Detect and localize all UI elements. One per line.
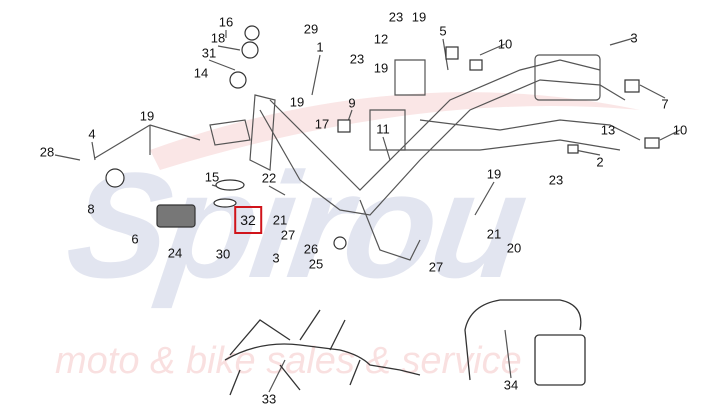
frame-rail [419,119,641,141]
ignition-coil-34 [534,334,586,386]
part-label: 19 [289,94,305,110]
part-label: 19 [486,166,502,182]
part-label: 19 [411,9,427,25]
part-label: 19 [373,60,389,76]
part-label: 19 [139,108,155,124]
part-label: 23 [388,9,404,25]
part-label: 10 [672,122,688,138]
oring-32 [213,198,237,208]
connector-10a [469,59,483,71]
watermark-swoosh [150,92,640,170]
connector-10b [644,137,660,149]
part-label: 2 [596,154,604,170]
part-label: 15 [204,169,220,185]
part-label: 1 [316,39,324,55]
horn [105,168,125,188]
part-label: 3 [272,250,280,266]
frame-downtube [359,199,421,261]
part-label: 12 [373,31,389,47]
part-label: 6 [131,231,139,247]
battery-box [369,109,406,151]
part-label: 23 [548,172,564,188]
washer-16 [244,25,260,41]
frame-main-tube [259,79,626,216]
part-label: 26 [303,241,319,257]
highlighted-part-label: 32 [234,206,262,234]
part-label: 10 [497,36,513,52]
part-label: 13 [600,122,616,138]
frame-upper-tube [269,59,601,191]
part-label: 25 [308,256,324,272]
connector-7 [624,79,640,93]
part-label: 23 [349,51,365,67]
part-label: 14 [193,65,209,81]
part-6-relay [156,204,196,228]
part-label: 5 [439,23,447,39]
part-label: 3 [630,30,638,46]
part-label: 17 [314,116,330,132]
wiring-harness-33 [224,309,421,396]
part-label: 31 [201,45,217,61]
part-label: 27 [428,259,444,275]
connector-9 [337,119,351,133]
part-label: 27 [280,227,296,243]
connector-5 [445,46,459,60]
part-label: 22 [261,170,277,186]
part-2 [567,144,579,154]
part-label: 11 [376,121,390,137]
part-label: 28 [39,144,55,160]
washer-14 [229,71,247,89]
part-label: 34 [503,377,519,393]
gasket-15 [215,179,245,191]
part-label: 16 [218,14,234,30]
part-label: 20 [506,240,522,256]
part-label: 30 [215,246,231,262]
part-label: 24 [167,245,183,261]
ignition-coil-cable-34 [464,299,582,381]
part-label: 7 [661,96,669,112]
part-label: 9 [348,95,356,111]
part-label: 21 [272,212,288,228]
rear-bracket [534,54,601,101]
frame-rail-lower [400,139,621,151]
bracket-19 [209,119,251,146]
part-label: 29 [303,21,319,37]
part-label: 4 [88,126,96,142]
grommet-26 [333,236,347,250]
cdi-unit [394,59,426,96]
headstock [249,94,276,171]
part-label: 33 [261,391,277,407]
washer-18 [241,41,259,59]
part-label: 8 [87,201,95,217]
part-label: 18 [210,30,226,46]
part-label: 21 [486,226,502,242]
